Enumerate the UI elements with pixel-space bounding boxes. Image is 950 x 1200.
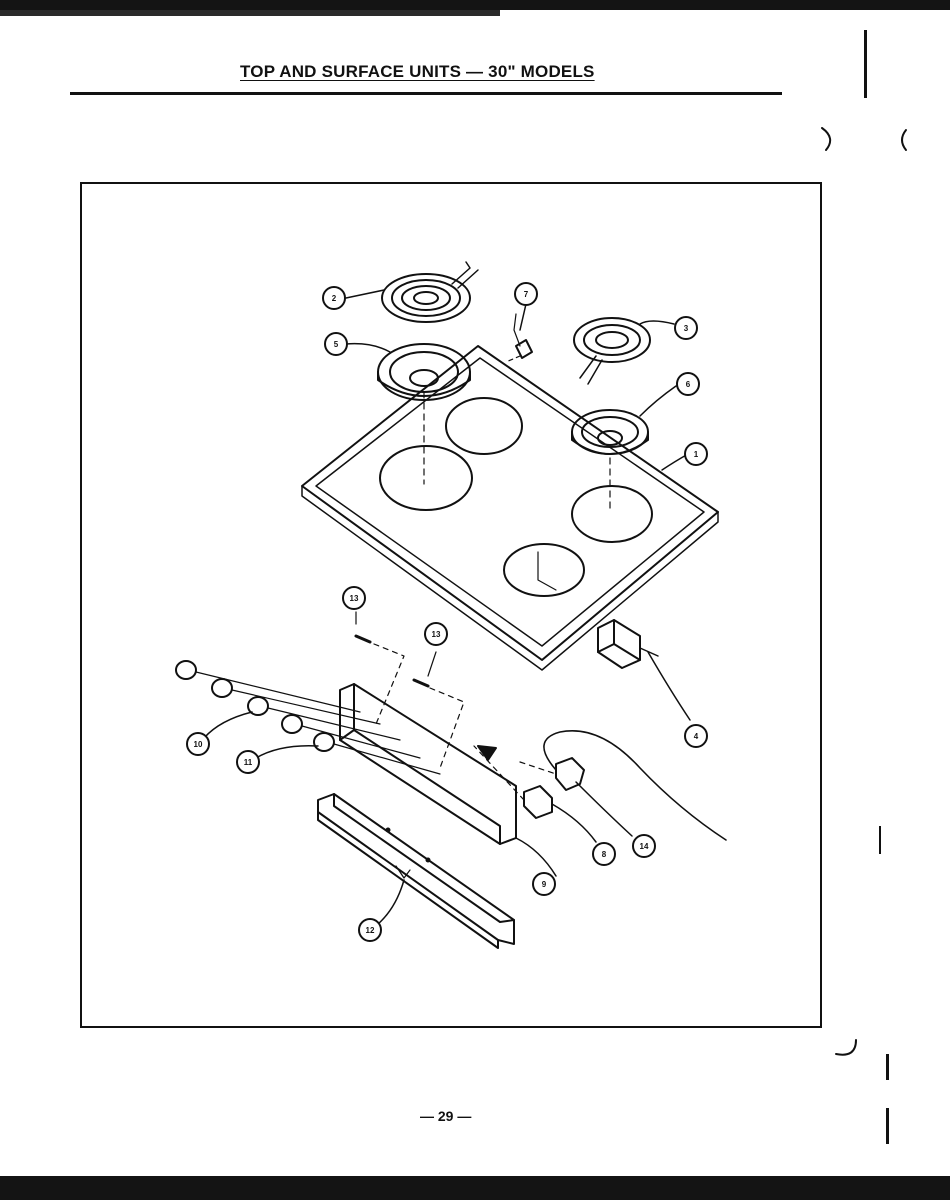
callout-label: 11 <box>244 758 253 767</box>
surface-element-small <box>573 317 651 385</box>
callout-8 <box>592 842 616 866</box>
cooktop-plate <box>301 345 719 671</box>
scan-top-border-shadow <box>0 10 500 16</box>
control-panel <box>339 683 557 877</box>
scan-mark <box>901 129 907 151</box>
diagram-frame <box>80 182 822 1028</box>
callout-label: 8 <box>602 850 607 859</box>
terminal-block <box>597 619 691 721</box>
drip-pan-small <box>571 409 649 511</box>
callout-11 <box>236 750 260 774</box>
power-cord <box>519 730 727 841</box>
callout-10 <box>186 732 210 756</box>
callout-9 <box>532 872 556 896</box>
retainer-clip <box>505 313 533 363</box>
callout-label: 12 <box>366 926 375 935</box>
callout-7 <box>514 282 538 306</box>
callout-2 <box>322 286 346 310</box>
page-number: — 29 — <box>420 1108 472 1124</box>
callout-5 <box>324 332 348 356</box>
callout-label: 14 <box>640 842 649 851</box>
callout-label: 3 <box>684 324 689 333</box>
page-title: TOP AND SURFACE UNITS — 30" MODELS <box>240 62 595 81</box>
callout-circles <box>186 282 708 942</box>
callout-1 <box>684 442 708 466</box>
callout-12 <box>358 918 382 942</box>
callout-label: 5 <box>334 340 339 349</box>
callout-13-left <box>342 586 366 610</box>
scan-bottom-border <box>0 1176 950 1200</box>
callout-label: 6 <box>686 380 691 389</box>
scan-mark <box>835 1039 857 1056</box>
control-back-panel <box>317 793 515 949</box>
knob-row <box>175 660 441 775</box>
title-rule: TOP AND SURFACE UNITS — 30" MODELS <box>70 60 782 95</box>
screw-right <box>412 651 465 769</box>
callout-13-right <box>424 622 448 646</box>
drip-pan-large <box>377 343 471 485</box>
callout-label: 10 <box>194 740 203 749</box>
callout-label: 4 <box>694 732 699 741</box>
callout-label: 9 <box>542 880 547 889</box>
scan-top-border <box>0 0 950 10</box>
screw-left <box>354 611 405 725</box>
callout-label: 2 <box>332 294 337 303</box>
scan-edge-mark <box>886 1108 889 1144</box>
scan-edge-mark <box>879 826 881 854</box>
callout-4 <box>684 724 708 748</box>
callout-label: 7 <box>524 290 529 299</box>
callout-6 <box>676 372 700 396</box>
scan-mark <box>821 127 832 151</box>
callout-label: 1 <box>694 450 699 459</box>
leader-lines <box>345 289 689 471</box>
scan-edge-mark <box>864 30 867 98</box>
infinite-switch <box>473 745 597 843</box>
surface-element-large <box>381 261 479 323</box>
callout-label: 13 <box>432 630 441 639</box>
callout-label: 13 <box>350 594 359 603</box>
callout-3 <box>674 316 698 340</box>
callout-14 <box>632 834 656 858</box>
scan-edge-mark <box>886 1054 889 1080</box>
